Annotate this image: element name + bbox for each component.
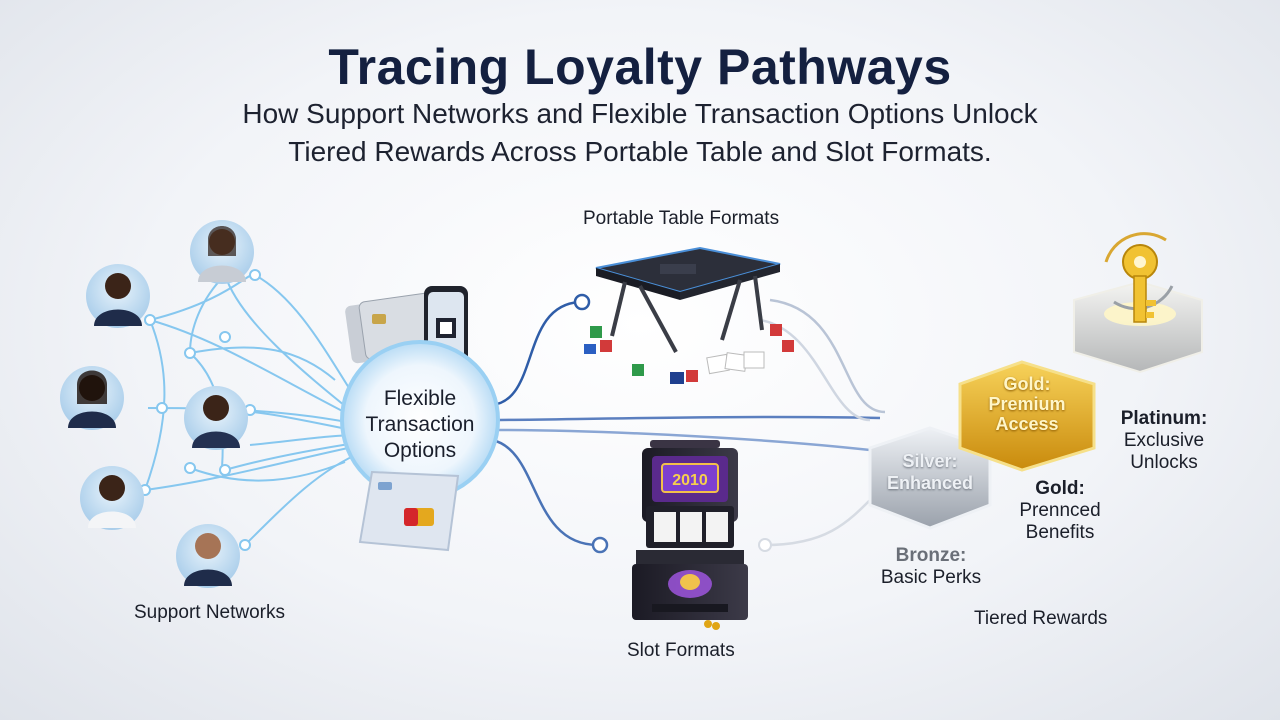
card-terminal-illustration [358, 470, 460, 552]
avatar-2 [190, 220, 254, 284]
avatar-5 [80, 466, 144, 530]
platinum-tier-desc-2: Unlocks [1130, 452, 1198, 473]
slot-machine-illustration: 2010 [632, 440, 748, 630]
hub-label-line-2: Transaction [365, 413, 475, 436]
slot-display-text: 2010 [672, 472, 708, 489]
gold-tier-text: Gold: Prennced Benefits [1000, 478, 1120, 544]
slot-node-dot [591, 536, 609, 554]
avatar-6 [176, 524, 240, 588]
avatar-1 [86, 264, 150, 328]
subtitle-line-2: Tiered Rewards Across Portable Table and… [288, 136, 992, 167]
network-node-dots [139, 269, 261, 551]
key-icon [1104, 232, 1174, 323]
bronze-node-dot [758, 538, 772, 552]
support-networks-label: Support Networks [134, 602, 286, 623]
hub-label-line-1: Flexible [383, 387, 457, 410]
gold-badge-text: Gold: Premium Access [960, 374, 1094, 434]
bronze-tier-desc-1: Basic Perks [880, 567, 982, 588]
portable-table-formats-label: Portable Table Formats [583, 208, 780, 229]
playing-cards [706, 351, 765, 375]
gold-badge-line-1: Gold: [1003, 374, 1051, 394]
avatar-4 [184, 386, 248, 450]
poker-chips-right [770, 324, 794, 352]
silver-badge-line-2: Enhanced [886, 473, 974, 493]
gold-tier-name: Gold: [1035, 478, 1085, 499]
silver-badge-line-1: Silver: [902, 451, 958, 471]
gold-badge-line-2: Premium [988, 394, 1066, 414]
silver-badge-text: Silver: Enhanced [870, 450, 990, 494]
slot-formats-label: Slot Formats [627, 640, 735, 661]
gold-tier-desc-1: Prennced [1019, 500, 1101, 521]
gold-badge-line-3: Access [995, 414, 1059, 434]
hub-label: Flexible Transaction Options [340, 386, 500, 464]
platinum-tier-text: Platinum: Exclusive Unlocks [1104, 408, 1224, 474]
page-title: Tracing Loyalty Pathways [328, 39, 952, 95]
gold-badge [958, 360, 1096, 472]
bronze-tier-name: Bronze: [895, 545, 967, 566]
subtitle-line-1: How Support Networks and Flexible Transa… [242, 98, 1038, 129]
gold-tier-desc-2: Benefits [1025, 522, 1095, 543]
avatar-3 [60, 366, 124, 430]
platinum-tier-desc-1: Exclusive [1123, 430, 1205, 451]
table-node-dot [573, 293, 591, 311]
hub-label-line-3: Options [383, 439, 457, 462]
platinum-tier-name: Platinum: [1120, 408, 1208, 429]
tiered-rewards-label: Tiered Rewards [974, 608, 1108, 629]
poker-chips-left [584, 326, 698, 384]
bronze-tier-text: Bronze: Basic Perks [866, 545, 996, 589]
portable-table-illustration [584, 246, 794, 384]
pathway-lines [491, 298, 886, 547]
